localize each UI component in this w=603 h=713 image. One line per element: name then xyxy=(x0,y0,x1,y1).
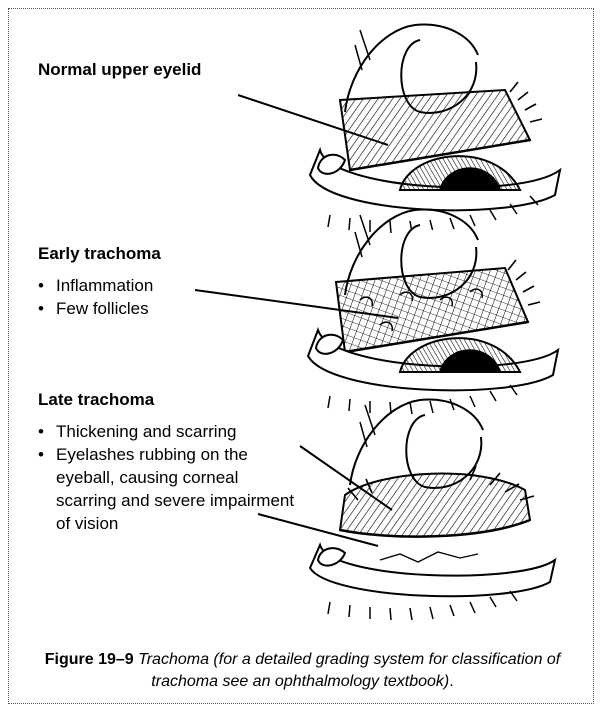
late-trachoma-eyelid-drawing xyxy=(310,400,555,620)
figure-caption-text: Trachoma (for a detailed grading system … xyxy=(138,651,560,690)
early-trachoma-eyelid-drawing xyxy=(308,210,558,414)
figure-label: Figure 19–9 xyxy=(45,651,134,668)
figure-caption: Figure 19–9 Trachoma (for a detailed gra… xyxy=(20,649,585,693)
normal-eyelid-drawing xyxy=(310,25,560,233)
caption-period: . xyxy=(449,673,453,690)
